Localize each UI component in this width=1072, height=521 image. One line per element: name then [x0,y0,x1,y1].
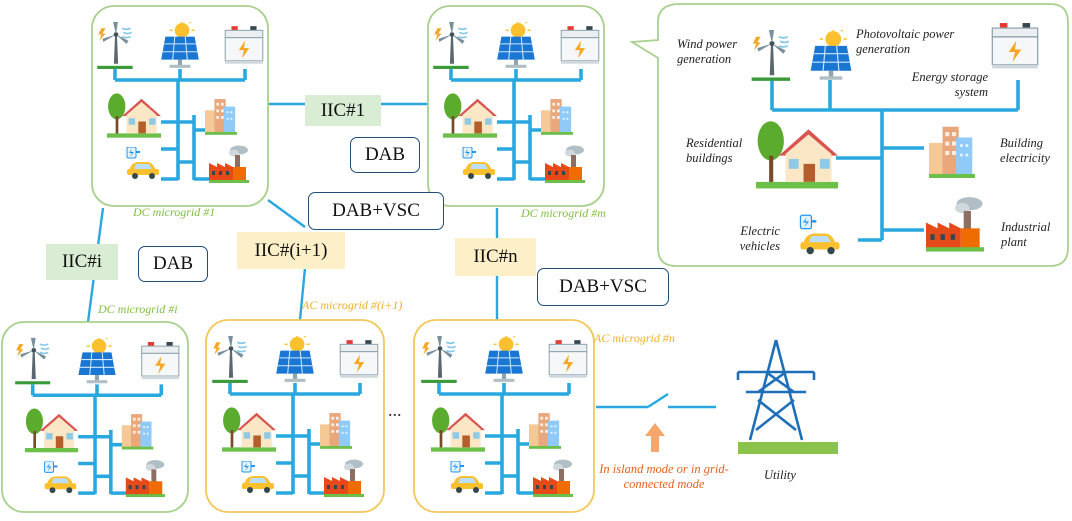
battery-icon [991,22,1039,70]
utility-ground [738,442,838,454]
microgrid-dc-i [1,321,189,513]
converter-bubble-dab-vsc: DAB+VSC [308,192,444,230]
iic-1-label: IIC#1 [305,95,381,126]
microgrid-name: AC microgrid #n [594,331,675,345]
microgrid-ac-i-plus-1 [205,319,385,513]
microgrid-dc-1 [91,5,269,207]
mode-note: In island mode or in grid-connected mode [599,462,729,491]
label-ev: Electric vehicles [739,224,780,253]
iic-i-label: IIC#i [46,244,118,280]
microgrid-name: DC microgrid #m [521,206,606,220]
iic-i-plus-1-label: IIC#(i+1) [237,232,345,269]
iic-n-label: IIC#n [455,238,536,276]
label-building: Building electricity [1000,136,1050,165]
detail-callout [629,3,1069,267]
microgrid-name: AC microgrid #(i+1) [302,298,403,312]
microgrid-name: DC microgrid #i [98,302,178,316]
grid-switch [596,392,716,409]
converter-bubble-dab: DAB [138,246,208,282]
up-arrow-icon [645,423,665,452]
label-pv: Photovoltaic power generation [856,27,955,56]
utility-label: Utility [764,468,796,482]
label-storage: Energy storage system [911,70,988,99]
ellipsis: ... [388,400,402,420]
converter-bubble-dab: DAB [350,137,420,173]
microgrid-dc-m [427,5,605,207]
microgrid-ac-n [413,319,595,513]
label-residential: Residential buildings [686,136,743,165]
converter-bubble-dab-vsc: DAB+VSC [537,268,669,306]
microgrid-name: DC microgrid #1 [133,205,216,219]
label-industrial: Industrial plant [1001,220,1051,249]
label-wind: Wind power generation [677,37,738,66]
utility-tower-icon [736,339,816,441]
